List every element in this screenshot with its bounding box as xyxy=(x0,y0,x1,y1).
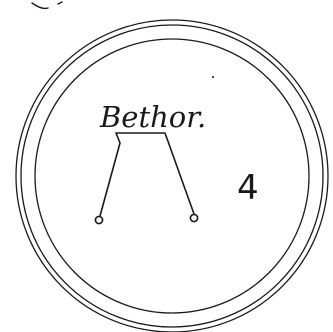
middle-ring xyxy=(21,25,323,327)
spirit-name: Bethor. xyxy=(99,100,206,134)
stray-mark xyxy=(32,2,62,8)
outer-ring xyxy=(16,20,328,332)
inner-ring xyxy=(35,39,309,313)
sigil-stroke xyxy=(100,133,194,216)
sigil-character xyxy=(95,133,197,224)
dot-mark xyxy=(212,76,214,78)
seal-number: 4 xyxy=(237,168,259,208)
sigil-right-terminal xyxy=(190,214,197,221)
sigil-left-terminal xyxy=(95,216,102,223)
